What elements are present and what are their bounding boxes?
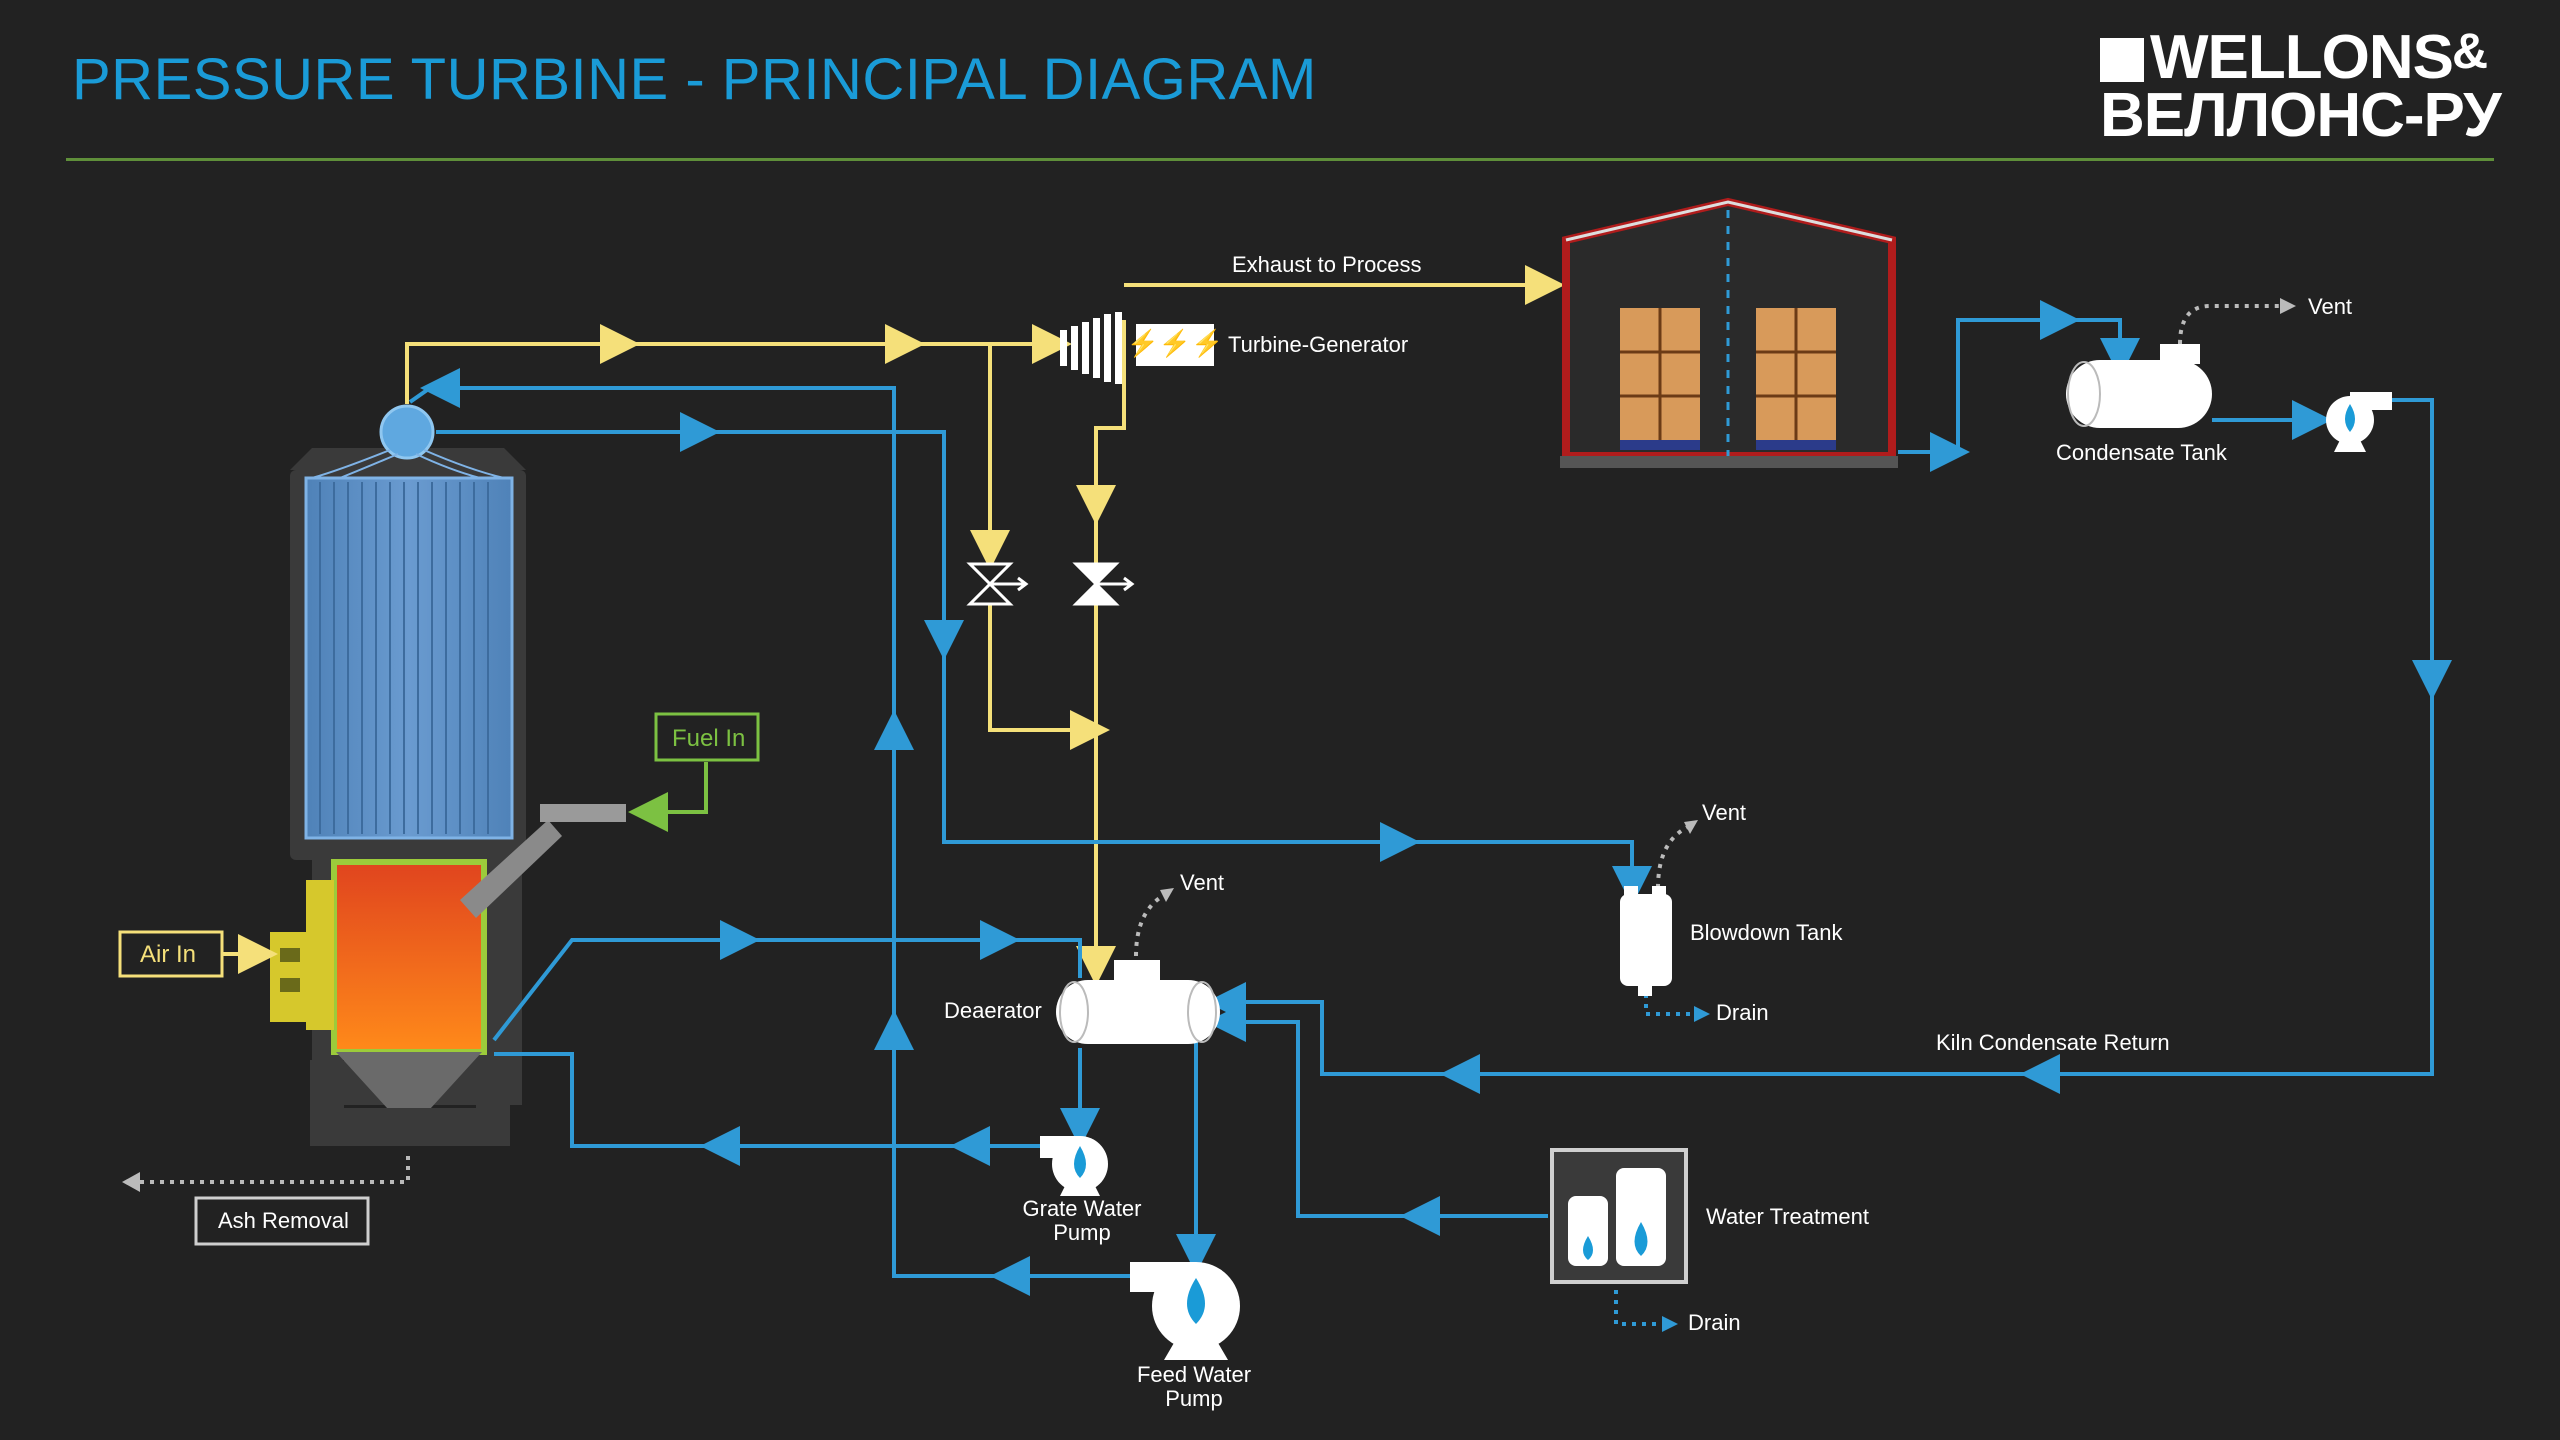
water-treatment-label: Water Treatment [1706, 1204, 1869, 1229]
title-divider [66, 158, 2494, 161]
logo-line-1: WELLONS [2100, 22, 2454, 93]
condensate-tank [2066, 344, 2212, 428]
logo-block-icon [2100, 38, 2144, 82]
ash-removal-label: Ash Removal [218, 1208, 349, 1233]
fuel-conveyor [540, 804, 626, 822]
ash-removal-line [130, 1156, 410, 1184]
water-lines [408, 300, 2452, 1296]
blowdown-tank [1620, 886, 1672, 996]
control-valve-right [1072, 562, 1135, 606]
grate-pump-label-1: Grate Water [1023, 1196, 1142, 1221]
drain-label-water: Drain [1688, 1310, 1741, 1335]
steam-lines [405, 265, 1565, 986]
vent-label-blowdown: Vent [1702, 800, 1746, 825]
blowdown-tank-label: Blowdown Tank [1690, 920, 1843, 945]
condensate-tank-label: Condensate Tank [2056, 440, 2228, 465]
condensate-pump [2326, 392, 2392, 452]
fuel-in-box [654, 712, 760, 762]
air-in-label: Air In [140, 941, 196, 968]
vent-label-deaerator: Vent [1180, 870, 1224, 895]
deaerator-label: Deaerator [944, 998, 1042, 1023]
fuel-in-line [628, 762, 708, 832]
water-treatment-unit [1550, 1148, 1688, 1284]
treatment-drain-line [1614, 1290, 1664, 1326]
logo-line-2: ВЕЛЛОНС-РУ [2100, 81, 2502, 150]
vent-arrow-icon [2280, 298, 2296, 314]
drain-label-blowdown: Drain [1716, 1000, 1769, 1025]
vent-label-top: Vent [2308, 294, 2352, 319]
turbine-label: Turbine-Generator [1228, 332, 1408, 357]
water-drop-icon [1074, 1146, 1086, 1178]
water-drop-icon [2345, 404, 2355, 432]
page-title: PRESSURE TURBINE - PRINCIPAL DIAGRAM [72, 47, 1317, 112]
boiler [270, 404, 626, 1146]
kiln-return-label: Kiln Condensate Return [1936, 1030, 2170, 1055]
lightning-icon: ⚡⚡⚡ [1126, 328, 1223, 359]
feed-pump-label-1: Feed Water [1137, 1362, 1251, 1387]
grate-pump-label-2: Pump [1053, 1220, 1110, 1245]
fuel-in-label: Fuel In [672, 725, 745, 752]
air-in-box [118, 930, 224, 978]
ash-removal-box [194, 1196, 370, 1246]
deaerator [1056, 960, 1220, 1044]
feed-pump-label-2: Pump [1165, 1386, 1222, 1411]
grate-water-pump [1040, 1136, 1108, 1196]
logo-ampersand: & [2452, 23, 2489, 79]
exhaust-label: Exhaust to Process [1232, 252, 1422, 277]
blowdown-drain-line [1644, 994, 1696, 1016]
steam-drum [379, 404, 435, 460]
feed-water-pump [1130, 1262, 1240, 1360]
company-logo: WELLONS & ВЕЛЛОНС-РУ [2100, 22, 2502, 150]
water-drop-icon [1187, 1278, 1205, 1324]
ash-arrow-icon [122, 1172, 140, 1192]
turbine-generator: ⚡⚡⚡ [1060, 312, 1224, 384]
control-valve-left [966, 562, 1029, 606]
kiln-building [1560, 197, 1898, 468]
